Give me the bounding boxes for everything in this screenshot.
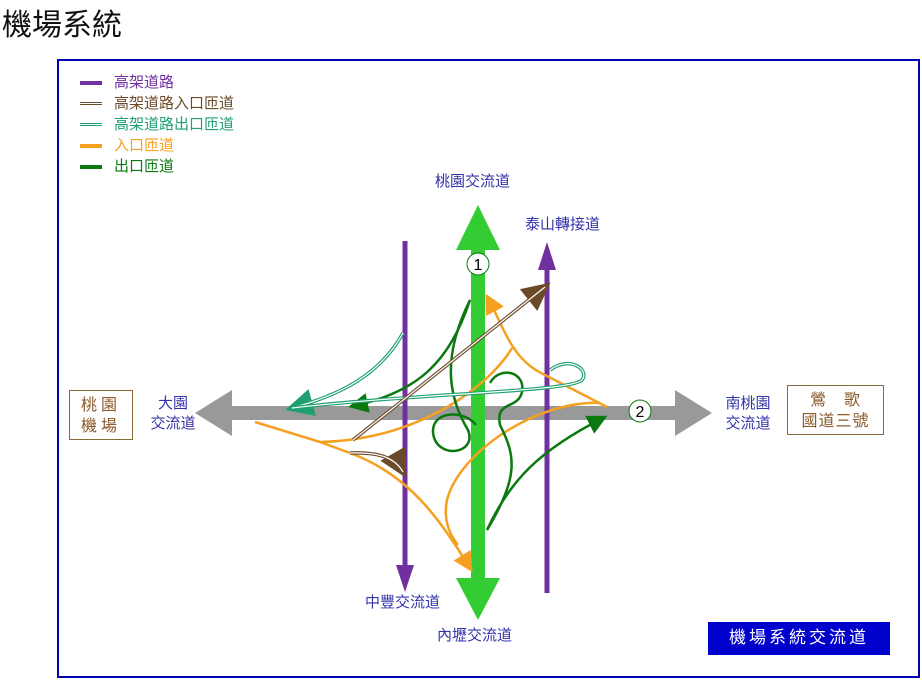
elevated-road-right — [538, 242, 556, 593]
svg-text:2: 2 — [636, 404, 645, 421]
exit-ramps — [348, 299, 608, 531]
label-south: 內壢交流道 — [437, 626, 513, 644]
marker-2: 2 — [628, 399, 652, 423]
label-east: 南桃園交流道 — [725, 394, 771, 432]
box-yingge: 鶯 歌國道三號 — [787, 385, 884, 435]
interchange-name-badge: 機場系統交流道 — [708, 622, 890, 655]
legend-item: 高架道路入口匝道 — [80, 93, 234, 114]
elevated-entry-ramps — [349, 282, 551, 479]
marker-1: 1 — [466, 252, 490, 276]
entry-ramps — [254, 293, 608, 573]
elevated-road-left — [396, 241, 414, 592]
label-north: 桃園交流道 — [435, 172, 511, 190]
legend-item: 高架道路出口匝道 — [80, 114, 234, 135]
label-west: 大園交流道 — [150, 394, 196, 432]
label-zhongfeng: 中豐交流道 — [365, 593, 441, 611]
north-south-freeway — [456, 205, 500, 620]
legend-item: 入口匝道 — [80, 135, 234, 156]
legend-item: 出口匝道 — [80, 156, 234, 177]
east-west-expressway — [195, 390, 712, 436]
box-airport: 桃園機場 — [69, 390, 133, 440]
legend: 高架道路 高架道路入口匝道 高架道路出口匝道 入口匝道 出口匝道 — [80, 72, 234, 177]
page-title: 機場系統 — [2, 8, 122, 43]
svg-text:1: 1 — [474, 257, 483, 274]
legend-item: 高架道路 — [80, 72, 234, 93]
label-taishan: 泰山轉接道 — [525, 215, 601, 233]
elevated-exit-ramps — [285, 332, 586, 417]
diagram-frame — [57, 59, 920, 678]
